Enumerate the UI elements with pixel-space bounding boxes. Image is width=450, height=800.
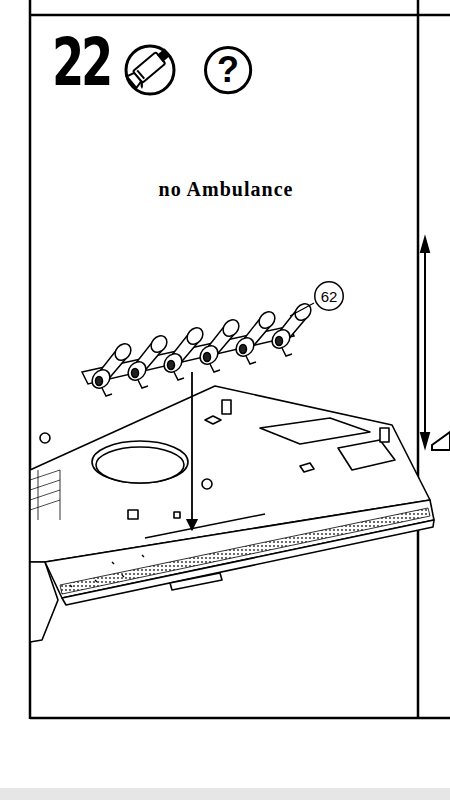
step-number: 22 bbox=[52, 30, 110, 96]
hull bbox=[30, 386, 434, 642]
placement-arrow bbox=[191, 372, 193, 530]
discharger-tube bbox=[160, 325, 206, 380]
callout-number: 62 bbox=[314, 281, 344, 311]
node-text: 62 bbox=[321, 289, 338, 304]
note-text: no Ambulance bbox=[159, 178, 294, 200]
panel-frame bbox=[30, 0, 450, 719]
discharger-tube bbox=[196, 317, 242, 372]
bottom-strip bbox=[0, 788, 450, 800]
next-panel-fragment bbox=[421, 238, 450, 450]
node-text: ? bbox=[217, 52, 239, 88]
glue-icon bbox=[126, 46, 174, 94]
smoke-discharger-part bbox=[82, 301, 314, 396]
leader-line bbox=[290, 303, 314, 316]
query-icon: ? bbox=[204, 46, 252, 94]
discharger-tube bbox=[232, 309, 278, 364]
discharger-tube bbox=[268, 301, 314, 356]
discharger-tube bbox=[88, 341, 134, 396]
discharger-tube bbox=[124, 333, 170, 388]
